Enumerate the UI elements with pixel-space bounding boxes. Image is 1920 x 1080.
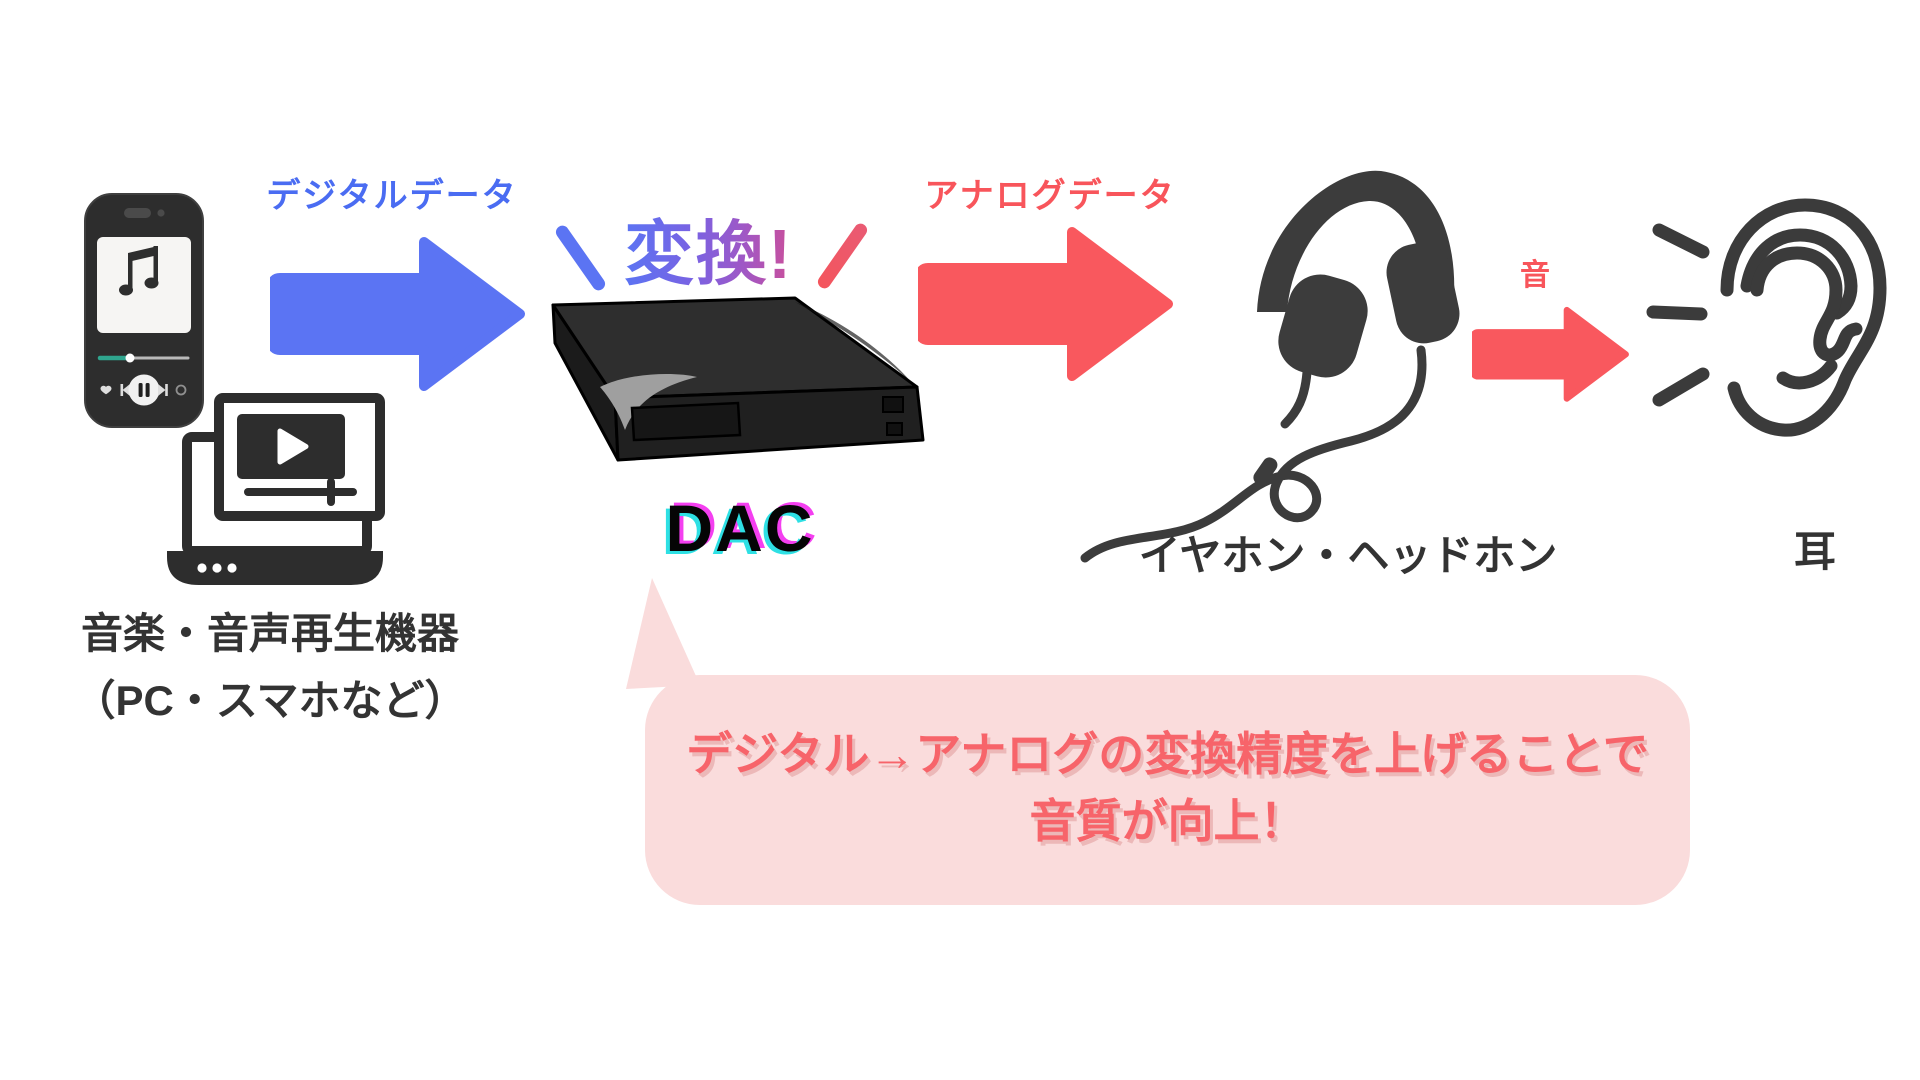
- ear-icon: [1646, 198, 1887, 437]
- headphones-label: イヤホン・ヘッドホン: [1138, 532, 1558, 579]
- callout-tail: [626, 578, 700, 689]
- sound-arrow-icon: [1472, 306, 1629, 402]
- sound-wave-dash: [1652, 223, 1710, 259]
- digital-arrow-icon: [270, 237, 525, 391]
- sound-label: 音: [1520, 259, 1550, 292]
- right-slash-icon: [815, 221, 870, 291]
- source-device-label-line1: 音楽・音声再生機器: [80, 610, 459, 657]
- callout-line2: 音質が向上！: [1029, 794, 1306, 847]
- sound-wave-dash: [1646, 305, 1708, 321]
- left-slash-icon: [553, 223, 608, 293]
- dac-device-icon: [551, 296, 925, 462]
- play-icon: [277, 428, 309, 465]
- headphones-icon: [1080, 170, 1460, 563]
- dac-label: DAC: [665, 491, 815, 565]
- conversion-burst: 変換!: [553, 206, 890, 306]
- conversion-label: 変換!: [624, 198, 793, 299]
- repeat-icon: [175, 384, 187, 396]
- sound-wave-dash: [1652, 367, 1710, 407]
- source-device-label-line2: （PC・スマホなど）: [73, 677, 467, 725]
- callout-line1: デジタル→アナログの変換精度を上げることで: [686, 728, 1649, 780]
- analog-data-label: アナログデータ: [924, 177, 1176, 215]
- smartphone-music-player-icon: [84, 193, 204, 428]
- callout-bubble: デジタル→アナログの変換精度を上げることで 音質が向上！: [645, 675, 1690, 905]
- heart-icon: [100, 385, 112, 395]
- callout-text: デジタル→アナログの変換精度を上げることで 音質が向上！: [645, 675, 1690, 854]
- ear-label: 耳: [1793, 528, 1836, 575]
- laptop-video-player-icon: [167, 393, 385, 585]
- next-track-icon: [158, 384, 168, 396]
- previous-track-icon: [120, 384, 130, 396]
- mic-icon: [1253, 457, 1278, 486]
- pause-button-icon: [128, 374, 160, 406]
- source-device-label: 音楽・音声再生機器 （PC・スマホなど）: [20, 600, 520, 734]
- digital-data-label: デジタルデータ: [266, 177, 518, 215]
- analog-arrow-icon: [918, 227, 1173, 381]
- music-note-icon: [119, 246, 159, 296]
